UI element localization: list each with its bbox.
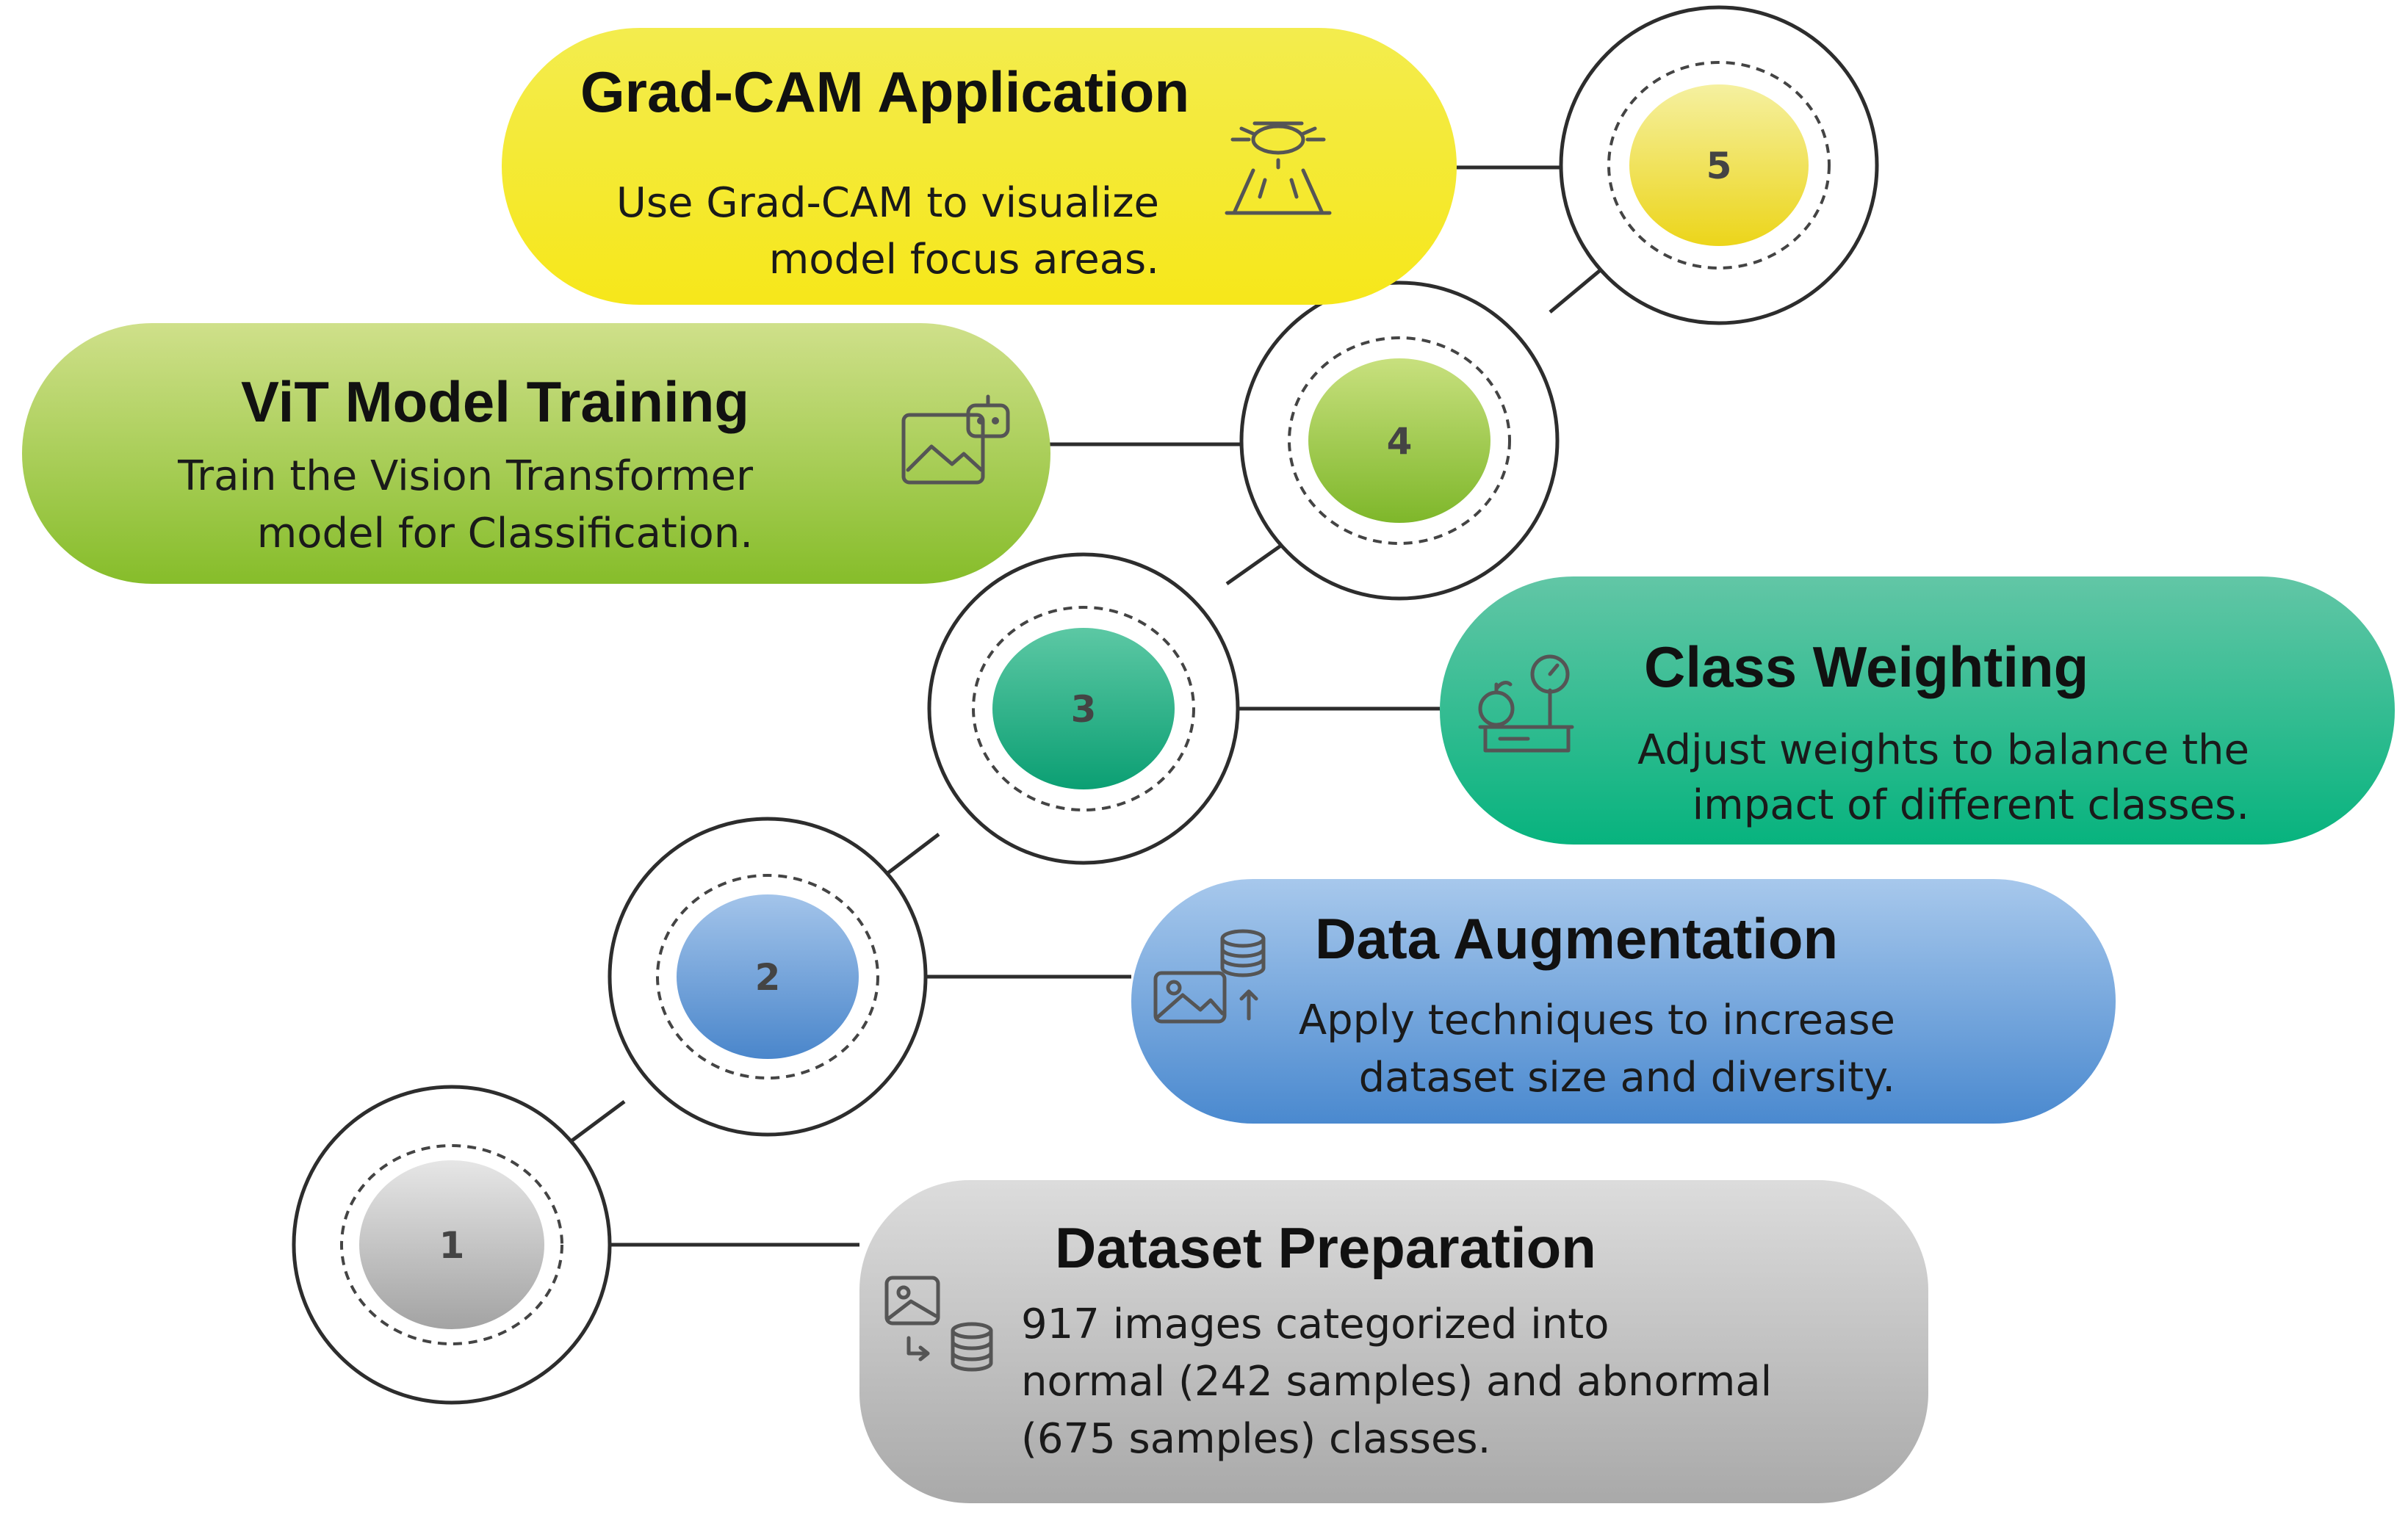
step-4-desc-line-2: model for Classification. (257, 510, 753, 557)
step-1: Dataset Preparation 917 images categoriz… (292, 1085, 1928, 1503)
step-5-node (1629, 84, 1809, 246)
step-4-title: ViT Model Training (241, 369, 749, 434)
step-2: Data Augmentation Apply techniques to in… (608, 817, 2116, 1137)
step-5-node-dashed (1607, 61, 1831, 270)
step-3-card (1440, 576, 2395, 845)
step-4-node (1308, 358, 1490, 523)
step-4: ViT Model Training Train the Vision Tran… (22, 281, 1560, 601)
step-5-desc-line-1: Use Grad-CAM to visualize (616, 179, 1159, 227)
step-2-node (677, 894, 859, 1059)
image-augment-database-icon (1153, 929, 1266, 1024)
step-2-desc-line-1: Apply techniques to increase (1299, 997, 1895, 1044)
step-2-node-dashed (656, 874, 879, 1080)
step-3-desc-line-2: impact of different classes. (1693, 781, 2249, 829)
step-1-desc-line-3: (675 samples) classes. (1021, 1415, 1490, 1463)
step-3-number: 3 (1071, 688, 1097, 731)
step-3-node-dashed (972, 606, 1195, 811)
step-2-title: Data Augmentation (1315, 906, 1838, 971)
step-1-desc-line-1: 917 images categorized into (1021, 1301, 1609, 1348)
step-1-number: 1 (439, 1224, 465, 1267)
step-3: Class Weighting Adjust weights to balanc… (927, 552, 2395, 865)
step-3-title: Class Weighting (1644, 634, 2088, 699)
step-1-node-dashed (340, 1144, 563, 1345)
step-1-desc-line-2: normal (242 samples) and abnormal (1021, 1358, 1772, 1406)
image-to-database-icon (884, 1276, 993, 1372)
spotlight-scan-icon (1225, 121, 1332, 215)
step-5-number: 5 (1706, 145, 1732, 187)
step-4-desc-line-1: Train the Vision Transformer (177, 452, 754, 500)
step-2-card (1131, 879, 2116, 1124)
step-5-card (502, 28, 1457, 305)
connector-3-4 (1225, 538, 1291, 586)
step-1-node (359, 1160, 544, 1329)
step-5: Grad-CAM Application Use Grad-CAM to vis… (502, 5, 1879, 325)
weighing-scale-icon (1478, 654, 1574, 753)
step-4-number: 4 (1387, 420, 1413, 463)
step-4-node-dashed (1288, 336, 1511, 545)
step-3-desc-line-1: Adjust weights to balance the (1637, 726, 2249, 774)
step-4-card (22, 323, 1050, 584)
step-3-node (992, 628, 1175, 789)
step-5-desc-line-2: model focus areas. (769, 236, 1159, 283)
step-1-title: Dataset Preparation (1055, 1215, 1596, 1280)
step-2-desc-line-2: dataset size and diversity. (1359, 1054, 1895, 1102)
image-robot-icon (901, 394, 1010, 485)
step-2-number: 2 (755, 956, 781, 999)
step-5-title: Grad-CAM Application (580, 59, 1189, 124)
step-1-card (859, 1180, 1928, 1503)
